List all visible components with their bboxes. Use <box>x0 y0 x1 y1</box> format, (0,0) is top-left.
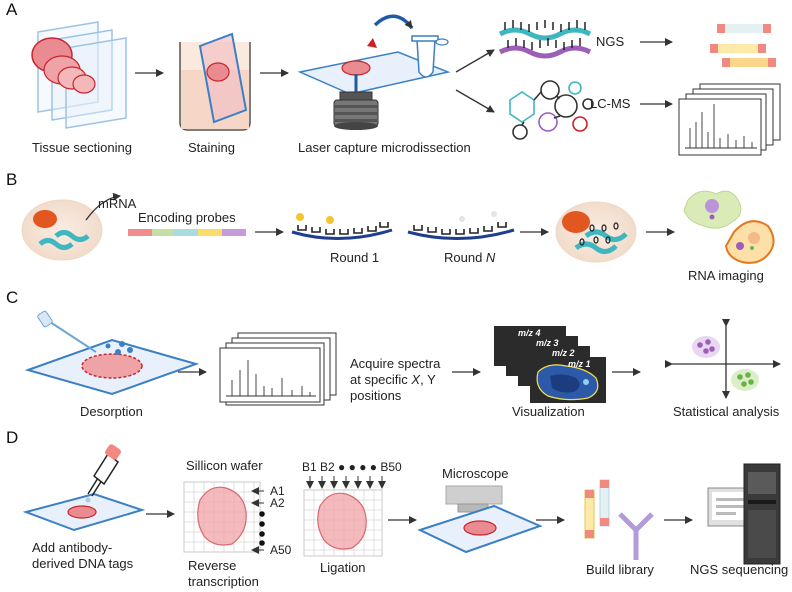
build-library-icon <box>584 479 654 560</box>
arrow-a3-up <box>455 49 495 73</box>
arrow-a3-down <box>455 89 495 113</box>
lcms-spectra-stack-icon <box>678 83 781 156</box>
rna-imaging-cells-icon <box>683 190 775 264</box>
staining-beaker-icon <box>179 32 251 131</box>
ngs-sequencer-icon <box>707 463 781 565</box>
panel-a-tissue-sectioning-icon <box>31 21 127 129</box>
ngs-reads-icon <box>710 24 776 67</box>
laser-capture-microdissection-icon <box>297 14 451 130</box>
mass-spectra-stack-icon <box>219 332 337 406</box>
statistical-analysis-plot-icon <box>665 319 781 399</box>
nucleic-acid-strands-icon <box>498 20 592 59</box>
cell-mrna-icon <box>21 192 121 261</box>
microscope-slide-icon <box>417 485 543 554</box>
reverse-transcription-grid-icon <box>183 481 265 554</box>
antibody-tags-slide-icon <box>22 444 146 532</box>
encoding-probes-bar <box>128 229 246 236</box>
ion-image-stack-icon <box>494 326 606 403</box>
desorption-icon <box>24 310 200 396</box>
round-n-probes-icon <box>407 211 515 241</box>
protein-molecule-icon <box>509 80 594 140</box>
probed-cell-icon <box>555 201 637 263</box>
round-1-probes-icon <box>291 213 393 241</box>
ligation-grid-icon <box>303 476 386 557</box>
